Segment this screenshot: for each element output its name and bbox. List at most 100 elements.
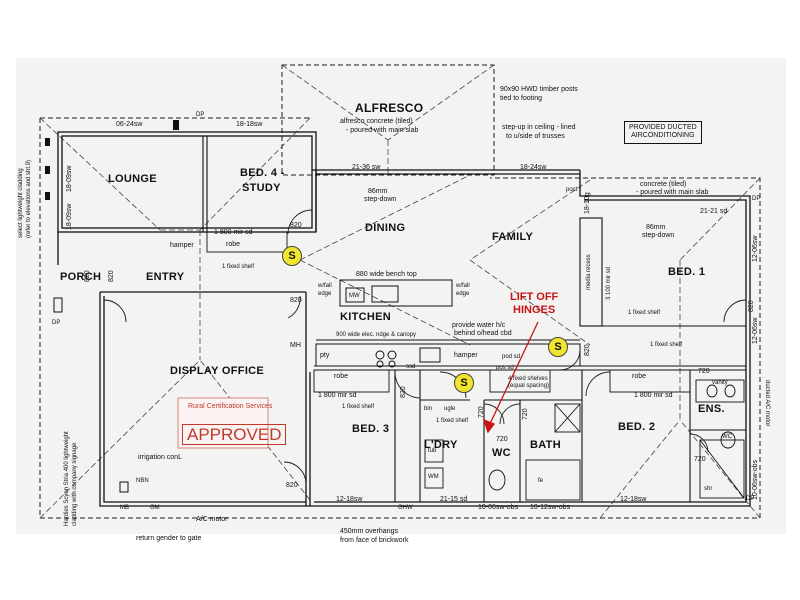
room-dining: DINING (365, 222, 406, 234)
note-hardies-2: cladding with company signage (72, 442, 78, 526)
room-wc: WC (492, 447, 511, 459)
note-mb: MB (120, 505, 129, 511)
note-tub: tub (428, 448, 437, 454)
room-porch: PORCH (60, 271, 102, 283)
lift-off-hinges-arrow (482, 321, 539, 434)
note-fixed-shelf-entry: 1 fixed shelf (222, 264, 255, 270)
room-entry: ENTRY (146, 271, 185, 283)
note-water-2: behind o/head cbd (454, 330, 512, 337)
note-mirsd-bed2: 1 800 mir sd (634, 392, 673, 399)
note-hamper-hall: hamper (454, 352, 478, 359)
room-family: FAMILY (492, 231, 534, 243)
room-study: STUDY (242, 182, 281, 194)
room-bed2: BED. 2 (618, 421, 656, 433)
room-display-office: DISPLAY OFFICE (170, 365, 265, 377)
note-fixed-shelf-bed1: 1 fixed shelf (628, 310, 661, 316)
dim-bottom-3: 10-06sw-obs (478, 504, 519, 511)
note-wfall-right: w/fall (456, 283, 470, 289)
note-robe-bed4: robe (226, 241, 241, 248)
dim-bottom-right: 10-06sw-obs (752, 459, 759, 500)
note-four-shelves-2: (equal spacing) (508, 383, 550, 389)
note-media-recess: media recess (586, 254, 592, 290)
dim-door-wc: 720 (496, 436, 508, 443)
room-bath: BATH (530, 439, 561, 451)
note-ducted-2: AIRCONDITIONING (631, 132, 695, 140)
note-pod-sd: pod sd (502, 354, 521, 360)
note-kitchen-row: 900 wide elec. ndge & canopy (336, 332, 417, 338)
note-ducted-motor: ducted A/C motor (764, 380, 770, 427)
note-mirsd-bed1: 3 100 mir sd (606, 266, 612, 300)
dim-door-ens: 720 (698, 368, 710, 375)
note-posts: 90x90 HWD timber posts (500, 86, 578, 93)
dim-right-2: 12-06sw (752, 317, 759, 344)
dim-top-2: 18-18sw (236, 121, 263, 128)
note-lightweight-cladding-2: (refer to elevations and sht.9) (26, 159, 32, 238)
fixtures-misc (45, 120, 179, 493)
note-irrigation: irrigation conL (138, 454, 182, 461)
dim-door-bath: 720 (522, 408, 529, 420)
note-bin: bin (424, 406, 433, 412)
note-four-shelves: 4 fixed shelves (508, 376, 548, 382)
callout-line-1: LIFT OFF (510, 291, 559, 303)
dim-bed1-side: 18-10g (584, 192, 591, 214)
note-post: post (566, 187, 578, 193)
note-wfall-left: w/fall (318, 283, 332, 289)
note-pos-sd: pos sd (496, 365, 514, 371)
note-shr: shr (704, 486, 713, 492)
dim-bottom-4: 10-12sw-obs (530, 504, 571, 511)
room-lounge: LOUNGE (108, 173, 157, 185)
dim-bottom-2: 21-15 sd (440, 496, 468, 503)
note-alfresco-slab: alfresco concrete (tiled) (340, 118, 413, 125)
note-concrete-tiled: concrete (tiled) (640, 181, 687, 188)
dim-door-porch: 820 (84, 270, 91, 282)
stamp-approved: APPROVED (182, 424, 287, 445)
room-laundry: L'DRY (424, 439, 458, 451)
note-stepup: step-up in ceiling - lined (502, 124, 576, 131)
dim-left-2: 18-09sw (66, 203, 73, 230)
note-ducted-aircon: PROVIDED DUCTED AIRCONDITIONING (624, 121, 702, 144)
dim-door-laundry: 720 (478, 406, 485, 418)
wet-area-fixtures (424, 379, 745, 501)
note-overhang: 450mm overhangs (340, 528, 398, 535)
note-step-down-dining: 86mm (368, 188, 388, 195)
note-step-down-bed1: 86mm (646, 224, 666, 231)
note-fixed-shelf-bed3-b: 1 fixed shelf (436, 418, 469, 424)
robes (206, 231, 691, 393)
dim-door-entry: 820 (290, 297, 302, 304)
note-ens-wc: WC (722, 434, 732, 440)
dim-alfresco-width: 21-36 sw (352, 164, 381, 171)
dim-bottom-5: 12-18sw (620, 496, 647, 503)
note-step-down-dining-2: step-down (364, 196, 397, 203)
note-ducted-1: PROVIDED DUCTED (629, 124, 697, 131)
room-bed3: BED. 3 (352, 423, 390, 435)
note-ac-motor: A/C motor (196, 516, 228, 523)
room-alfresco: ALFRESCO (355, 101, 424, 115)
dim-door-ens-2: 720 (694, 456, 706, 463)
note-fixed-shelf-bed3: 1 fixed shelf (342, 404, 375, 410)
note-microwave: MW (349, 293, 360, 299)
note-fixed-shelf-bed2: 1 fixed shelf (650, 342, 683, 348)
dim-door-bed2: 820 (584, 344, 591, 356)
note-wfall-left-2: edge (318, 291, 332, 297)
note-wm: WM (428, 474, 439, 480)
note-mirsd-bed4: 1 800 mir sd (214, 229, 253, 236)
note-pantry: pty (320, 352, 330, 359)
room-kitchen: KITCHEN (340, 311, 391, 323)
marker-s-hall: S (548, 337, 568, 357)
note-hardies: Hardies Scyon Stria 400 lightweight (64, 431, 70, 526)
kitchen-bench (315, 279, 581, 368)
note-ugle: ugle (444, 406, 456, 412)
roof-hip-lines (39, 64, 761, 519)
note-fe: fe (538, 478, 544, 484)
callout-line-2: HINGES (513, 303, 556, 316)
marker-s-bed4: S (282, 246, 302, 266)
lift-off-hinges-callout: LIFT OFF HINGES (510, 291, 558, 316)
dim-family-top: 18-24sw (520, 164, 547, 171)
dim-left-1: 18-09sw (66, 165, 73, 192)
room-bed4: BED. 4 - (240, 167, 285, 179)
dim-right-1: 12-06sw (752, 235, 759, 262)
note-alfresco-slab-2: - poured with main slab (346, 127, 419, 134)
stamp-certifier: Rural Certification Services (188, 403, 273, 410)
room-bed1: BED. 1 (668, 266, 706, 278)
